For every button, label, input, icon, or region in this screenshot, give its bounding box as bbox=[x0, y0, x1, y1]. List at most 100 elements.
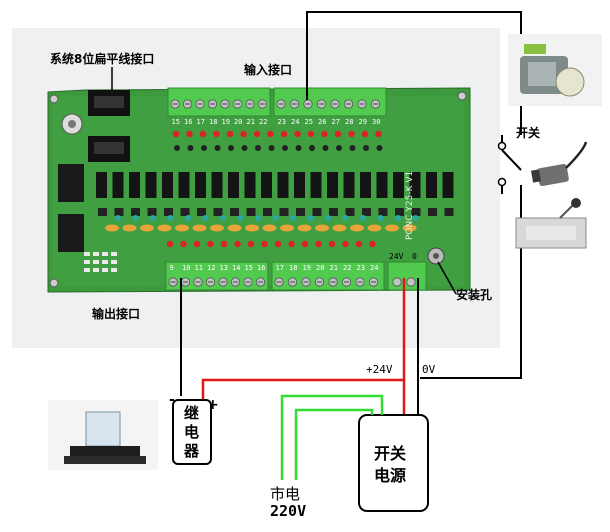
resistor-block bbox=[147, 208, 157, 216]
led-indicator bbox=[186, 130, 193, 138]
diode bbox=[220, 215, 226, 221]
relay-positive-wire bbox=[201, 278, 406, 402]
capacitor bbox=[245, 224, 259, 232]
diode bbox=[272, 215, 279, 221]
optocoupler bbox=[277, 172, 289, 198]
input-terminal-number: 24 bbox=[291, 118, 299, 126]
led-indicator bbox=[294, 130, 301, 138]
terminal-0v-label: 0 bbox=[412, 252, 417, 261]
capacitor bbox=[175, 224, 189, 232]
resistor-block bbox=[428, 208, 437, 216]
diode bbox=[377, 215, 384, 221]
capacitor bbox=[105, 224, 119, 232]
ic-chip-2 bbox=[58, 214, 84, 252]
optocoupler bbox=[426, 172, 437, 198]
output-terminal-number: 22 bbox=[343, 264, 351, 272]
resistor-block bbox=[378, 208, 388, 216]
v24-label: +24V bbox=[366, 363, 393, 376]
optocoupler bbox=[96, 172, 107, 198]
diode bbox=[167, 215, 174, 221]
diode bbox=[307, 215, 314, 221]
capacitor bbox=[315, 224, 329, 232]
input-terminal-number: 25 bbox=[305, 118, 313, 126]
flat-cable-port-label: 系统8位扁平线接口 bbox=[50, 51, 154, 66]
board-brand-text: PONC Y25-K V1 bbox=[405, 171, 415, 240]
diode bbox=[412, 215, 419, 221]
transistor bbox=[349, 145, 356, 151]
capacitor bbox=[122, 224, 137, 232]
switch-label: 开关 bbox=[516, 125, 540, 140]
mount-hole-bottom-left bbox=[49, 278, 59, 288]
relay-photo bbox=[48, 400, 158, 470]
transistor bbox=[228, 145, 234, 151]
led-indicator bbox=[307, 130, 315, 138]
led-indicator bbox=[199, 130, 207, 138]
optocoupler bbox=[244, 172, 256, 198]
switch-symbol bbox=[497, 135, 522, 194]
transistor bbox=[282, 145, 288, 151]
capacitor bbox=[367, 224, 382, 232]
led-indicator bbox=[315, 240, 322, 248]
diode bbox=[150, 215, 156, 221]
output-terminal-number: 14 bbox=[232, 264, 240, 272]
led-indicator bbox=[267, 130, 274, 138]
transistor bbox=[268, 145, 275, 151]
relay-char-3: 器 bbox=[183, 442, 200, 460]
optocoupler bbox=[409, 172, 421, 198]
capacitor-row bbox=[105, 215, 419, 232]
output-terminal-number: 12 bbox=[207, 264, 215, 272]
power-terminal-screw bbox=[392, 277, 402, 287]
optocoupler bbox=[442, 172, 454, 198]
led-indicator bbox=[334, 130, 342, 138]
led-indicator bbox=[274, 240, 282, 248]
output-terminal-number: 18 bbox=[289, 264, 297, 272]
smd-component bbox=[102, 252, 108, 256]
resistor-block bbox=[279, 208, 289, 216]
diode bbox=[115, 215, 121, 221]
diode bbox=[255, 215, 261, 221]
capacitor bbox=[140, 224, 154, 232]
diode bbox=[342, 215, 349, 221]
optocoupler bbox=[178, 172, 190, 198]
input-port-label: 输入接口 bbox=[244, 62, 292, 77]
input-terminal-number: 18 bbox=[209, 118, 217, 126]
upper-optocoupler-row bbox=[96, 172, 454, 198]
mains-label-line2: 220V bbox=[270, 502, 306, 520]
optocoupler bbox=[327, 172, 338, 198]
mount-hole-label: 安装孔 bbox=[456, 287, 492, 302]
transistor bbox=[295, 145, 302, 151]
led-indicator bbox=[207, 240, 214, 248]
led-indicator bbox=[226, 130, 234, 138]
capacitor bbox=[262, 224, 277, 232]
mains-label-line1: 市电 bbox=[270, 485, 300, 503]
smd-component bbox=[102, 268, 108, 272]
resistor-block bbox=[213, 208, 223, 216]
led-indicator bbox=[166, 240, 174, 248]
led-indicator bbox=[220, 240, 228, 248]
input-terminal-number: 21 bbox=[247, 118, 255, 126]
transistor bbox=[214, 145, 221, 151]
input-terminal-block-left bbox=[167, 87, 271, 117]
input-terminal-number: 15 bbox=[172, 118, 180, 126]
input-terminal-number: 28 bbox=[345, 118, 353, 126]
transistor bbox=[174, 145, 180, 151]
smd-component bbox=[102, 260, 108, 264]
optocoupler bbox=[393, 172, 404, 198]
resistor-block bbox=[296, 208, 305, 216]
diode bbox=[132, 215, 139, 221]
output-terminal-number: 10 bbox=[182, 264, 190, 272]
output-terminal-number: 24 bbox=[370, 264, 378, 272]
input-terminal-number: 17 bbox=[197, 118, 205, 126]
resistor-block bbox=[263, 208, 272, 216]
lower-led-row bbox=[166, 240, 376, 248]
optocoupler bbox=[112, 172, 124, 198]
smd-component bbox=[111, 252, 117, 256]
v0-label: 0V bbox=[422, 363, 436, 376]
capacitor bbox=[157, 224, 172, 232]
optocoupler bbox=[145, 172, 157, 198]
led-indicator bbox=[280, 130, 288, 138]
led-indicator bbox=[240, 130, 247, 138]
input-terminal-number: 26 bbox=[318, 118, 326, 126]
